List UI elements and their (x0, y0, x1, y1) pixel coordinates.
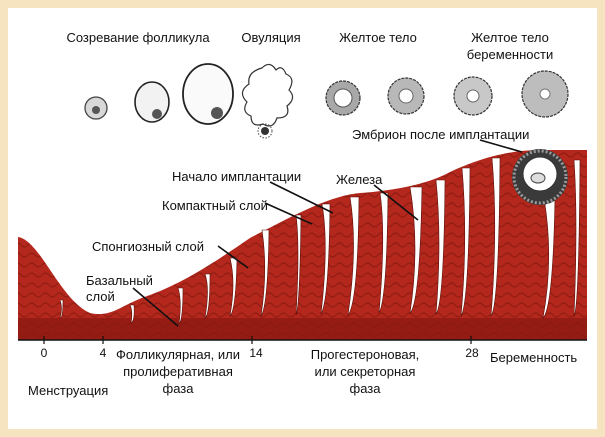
label-basal-layer-line2: слой (86, 289, 115, 304)
label-embryo: Эмбрион после имплантации (352, 127, 530, 142)
label-implantation-start: Начало имплантации (172, 169, 302, 184)
axis-tick-28: 28 (465, 346, 479, 360)
ovulation-follicle (241, 63, 294, 139)
stage-label-corpus-luteum: Желтое тело (339, 30, 417, 45)
stage-label-corpus-luteum-pregnancy-line1: Желтое тело (471, 30, 549, 45)
glands (59, 157, 581, 325)
label-compact-layer: Компактный слой (162, 198, 268, 213)
label-gland: Железа (336, 172, 383, 187)
phase-progesterone-line1: Прогестероновая, (310, 347, 420, 362)
stage-label-follicle: Созревание фолликула (66, 30, 210, 45)
phase-progesterone-line2: или секреторная (314, 364, 416, 379)
phase-follicular-line1: Фолликулярная, или (116, 347, 240, 362)
embryo (512, 149, 568, 205)
phase-progesterone-line3: фаза (349, 381, 381, 396)
phase-follicular-line3: фаза (162, 381, 194, 396)
leader-lines (132, 139, 523, 327)
label-basal-layer-line1: Базальный (86, 273, 153, 288)
axis-tick-14: 14 (249, 346, 263, 360)
axis-tick-0: 0 (40, 346, 48, 360)
stage-label-corpus-luteum-pregnancy-line2: беременности (466, 47, 554, 62)
follicle-stages (84, 63, 234, 125)
phase-menstruation: Менструация (28, 383, 109, 398)
stage-label-ovulation: Овуляция (241, 30, 301, 45)
corpus-luteum-stages (325, 70, 569, 118)
axis-tick-4: 4 (99, 346, 107, 360)
phase-follicular-line2: пролиферативная (123, 364, 233, 379)
time-axis (18, 336, 587, 344)
label-spongy-layer: Спонгиозный слой (92, 239, 205, 254)
phase-pregnancy: Беременность (490, 350, 578, 365)
